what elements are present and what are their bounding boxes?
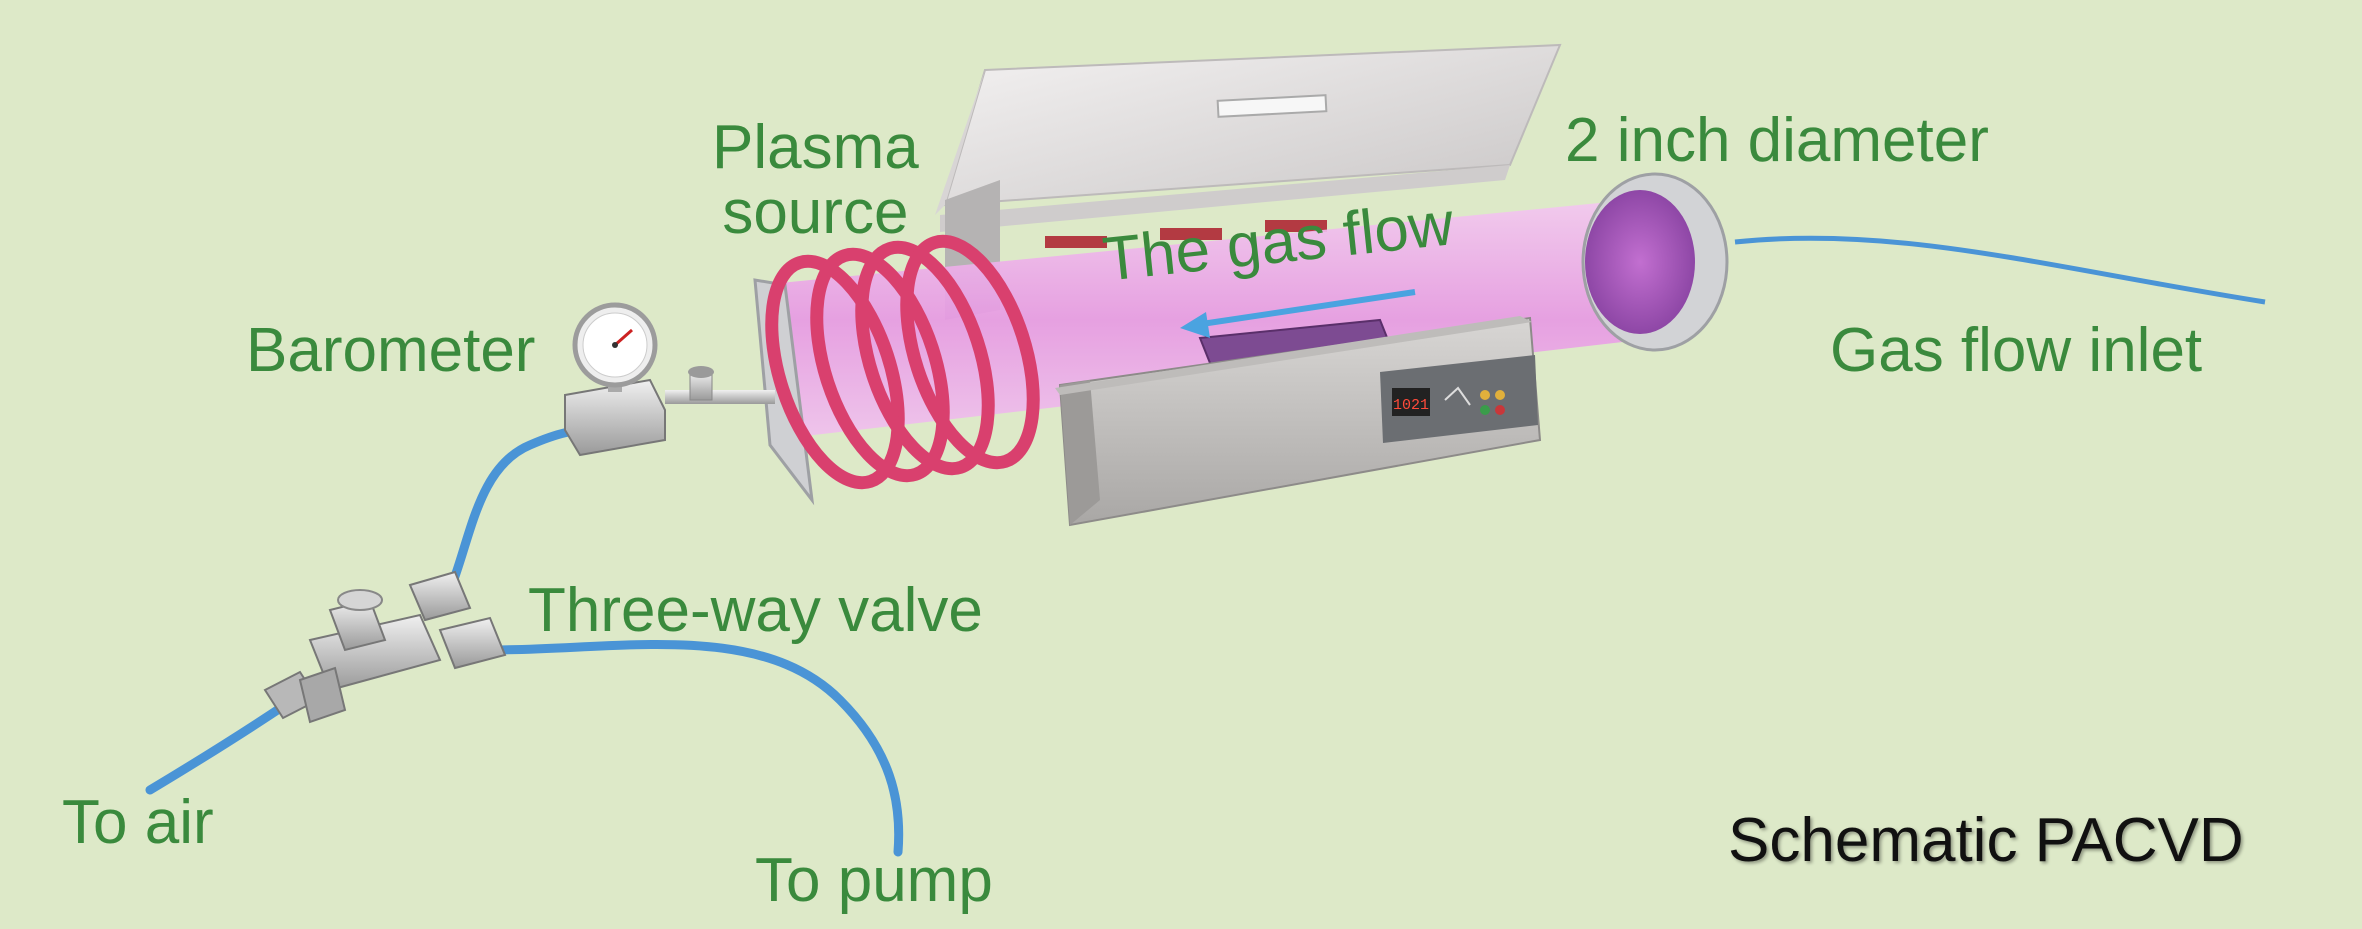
inlet-rod xyxy=(665,390,775,404)
label-plasma-source: Plasma source xyxy=(712,113,919,248)
label-barometer: Barometer xyxy=(246,316,536,385)
rf-coil-icon xyxy=(765,234,1040,490)
label-diameter: 2 inch diameter xyxy=(1565,106,1989,175)
temperature-controller: 1021 xyxy=(1380,355,1538,443)
three-way-valve-icon xyxy=(263,570,507,724)
pipe-to-air xyxy=(145,700,290,795)
controller-display xyxy=(1392,388,1430,416)
tube-furnace: 1021 xyxy=(1055,316,1542,527)
label-three-way-valve: Three-way valve xyxy=(528,576,983,645)
gas-flow-arrow xyxy=(1180,289,1416,338)
gas-inlet-pipe xyxy=(1734,235,2266,305)
label-to-pump: To pump xyxy=(755,846,993,915)
label-gas-flow-inlet: Gas flow inlet xyxy=(1830,316,2203,385)
diagram-caption: Schematic PACVD xyxy=(1728,806,2244,875)
tube-end-cap xyxy=(1585,190,1695,334)
controller-readout: 1021 xyxy=(1393,397,1429,414)
pipe-to-pump xyxy=(485,640,904,857)
label-to-air: To air xyxy=(62,788,214,857)
pressure-gauge-icon xyxy=(564,302,666,457)
